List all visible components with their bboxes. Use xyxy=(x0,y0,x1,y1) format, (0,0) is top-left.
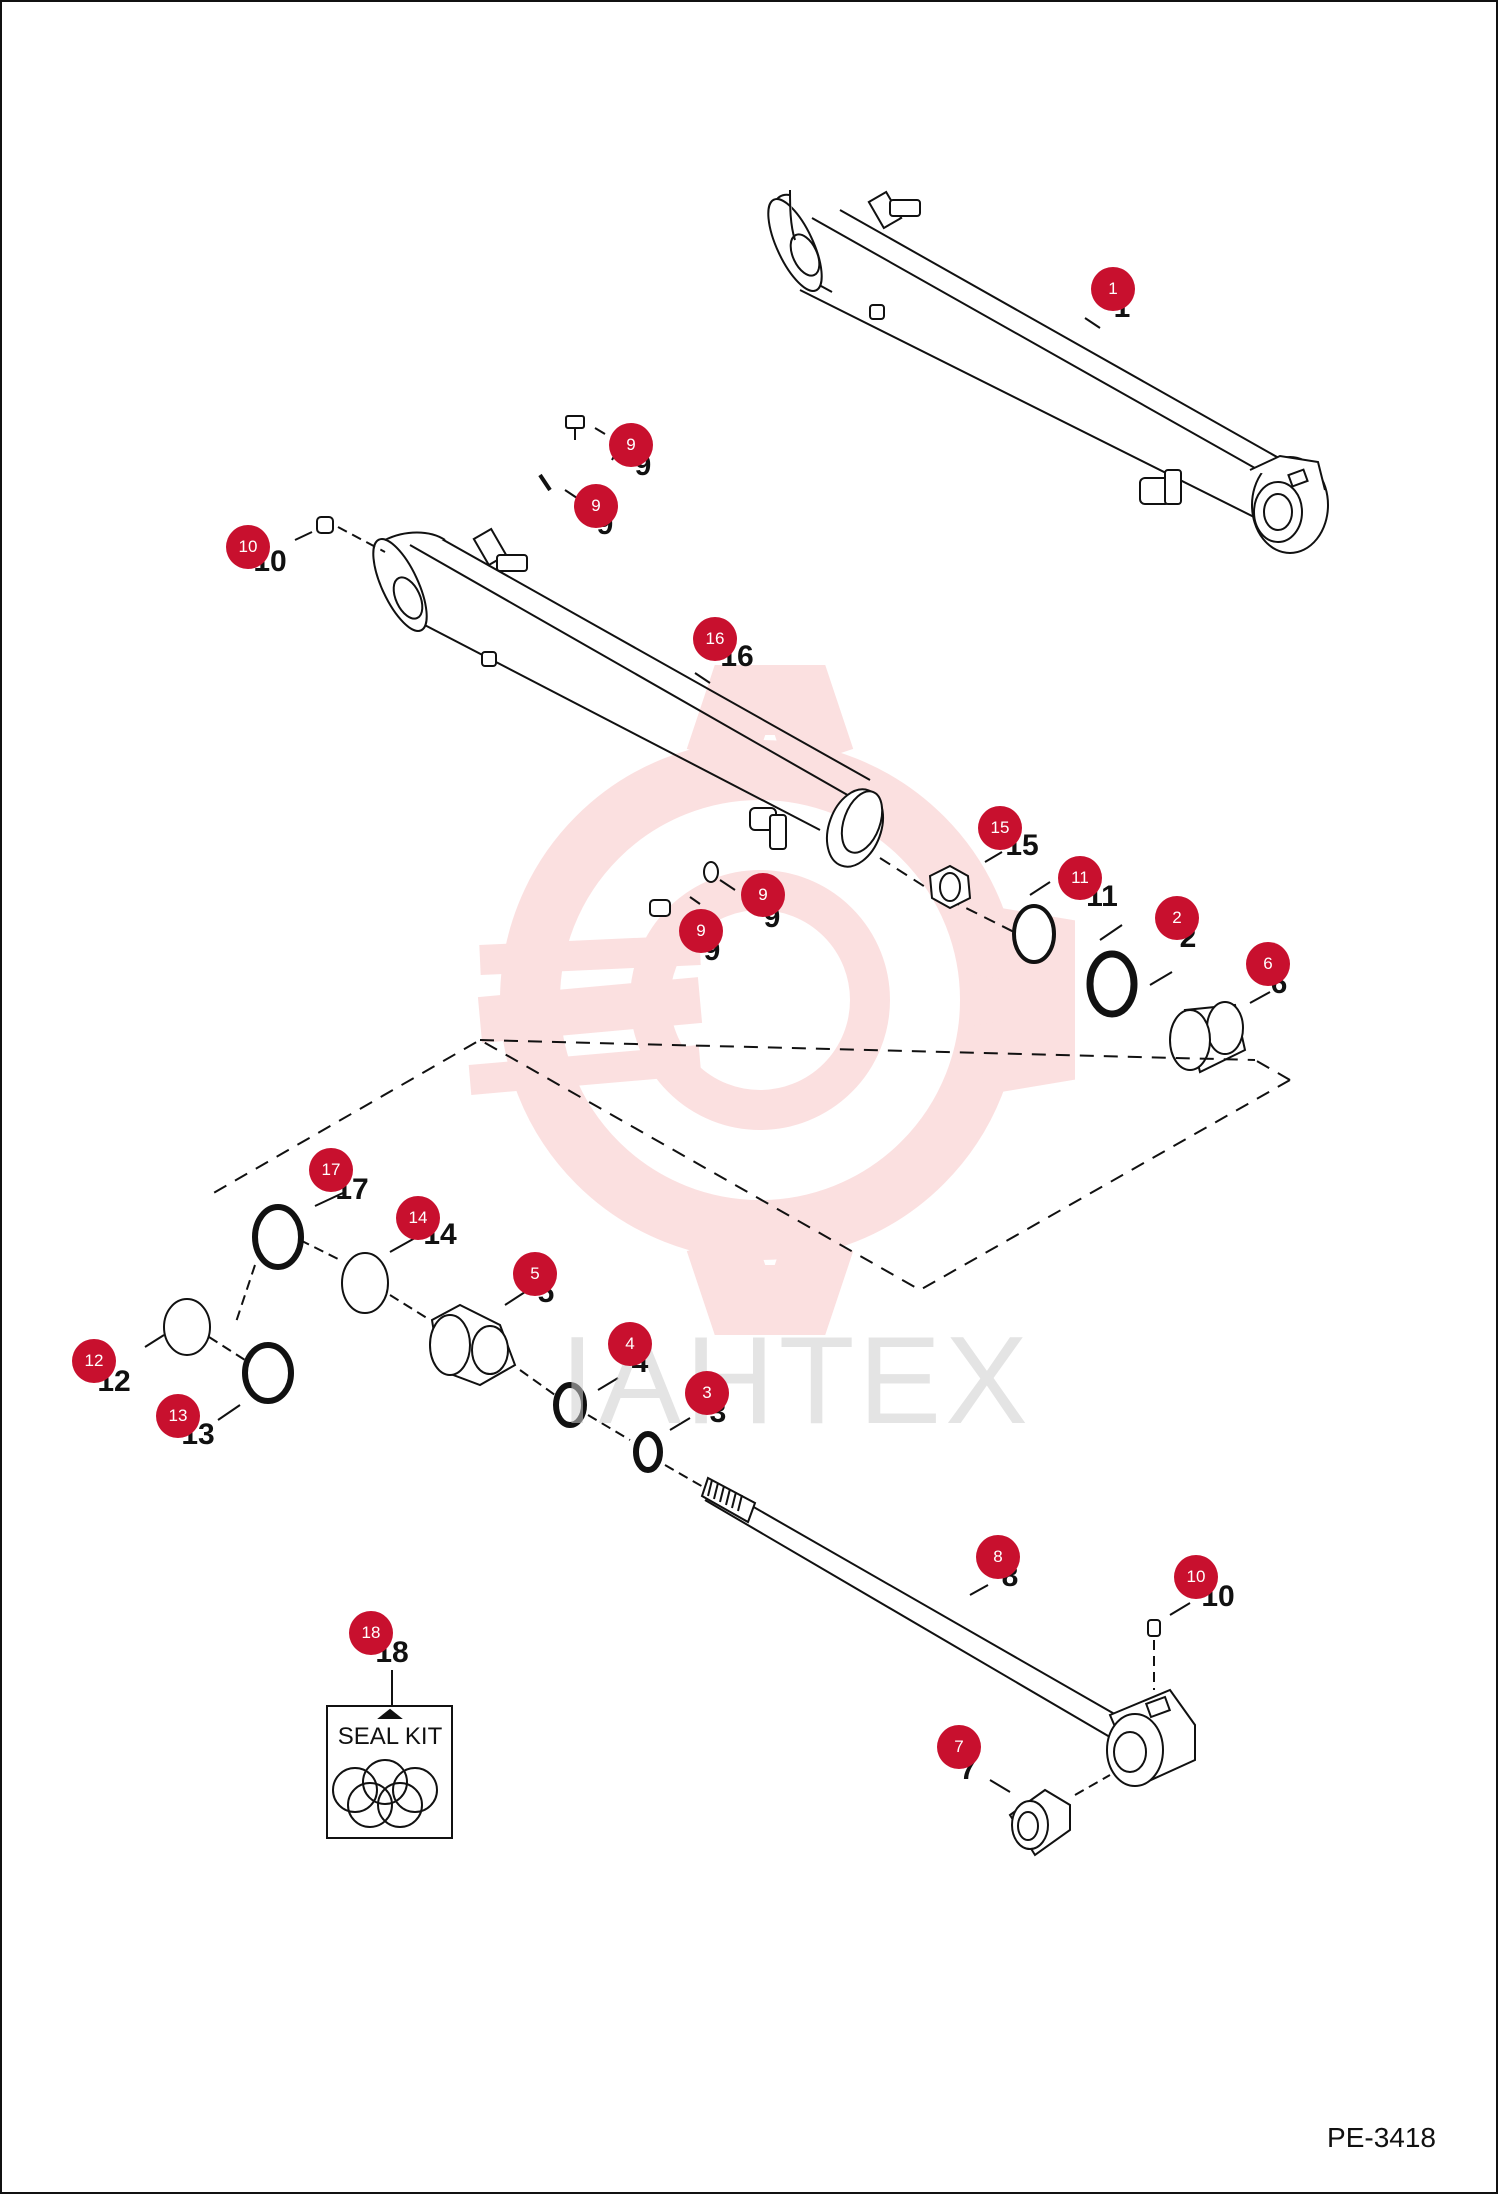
gland-parts-icon xyxy=(163,1204,663,1473)
callout-badge[interactable]: 4 xyxy=(608,1322,652,1366)
barrel-icon xyxy=(372,527,885,868)
callout-badge[interactable]: 18 xyxy=(349,1611,393,1655)
callout-badge[interactable]: 9 xyxy=(741,873,785,917)
callout-badge[interactable]: 1 xyxy=(1091,267,1135,311)
callout-badge[interactable]: 3 xyxy=(685,1371,729,1415)
callout-badge[interactable]: 12 xyxy=(72,1339,116,1383)
callout-badge[interactable]: 14 xyxy=(396,1196,440,1240)
callout-badge[interactable]: 10 xyxy=(1174,1555,1218,1599)
callout-badge[interactable]: 17 xyxy=(309,1148,353,1192)
callout-badge[interactable]: 2 xyxy=(1155,896,1199,940)
callout-badge[interactable]: 5 xyxy=(513,1252,557,1296)
fitting-icon xyxy=(316,415,719,917)
seal-kit-label: SEAL KIT xyxy=(337,1723,443,1750)
callout-badge[interactable]: 15 xyxy=(978,806,1022,850)
callout-badge[interactable]: 7 xyxy=(937,1725,981,1769)
callout-badge[interactable]: 9 xyxy=(679,909,723,953)
callout-badge[interactable]: 6 xyxy=(1246,942,1290,986)
callout-badge[interactable]: 10 xyxy=(226,525,270,569)
rod-icon xyxy=(700,1476,1196,1787)
seal-kit-icon xyxy=(326,1670,453,1839)
watermark-gear-icon xyxy=(468,665,1075,1335)
callout-badge[interactable]: 9 xyxy=(609,423,653,467)
cylinder-assembly-icon xyxy=(767,189,1329,554)
callout-badge[interactable]: 13 xyxy=(156,1394,200,1438)
callout-badge[interactable]: 9 xyxy=(574,484,618,528)
callout-badge[interactable]: 11 xyxy=(1058,856,1102,900)
bushing-icon xyxy=(1008,1788,1071,1857)
piston-parts-icon xyxy=(879,857,1247,1074)
callout-badge[interactable]: 8 xyxy=(976,1535,1020,1579)
page-code: PE-3418 xyxy=(1327,2122,1436,2153)
callout-badge[interactable]: 16 xyxy=(693,617,737,661)
